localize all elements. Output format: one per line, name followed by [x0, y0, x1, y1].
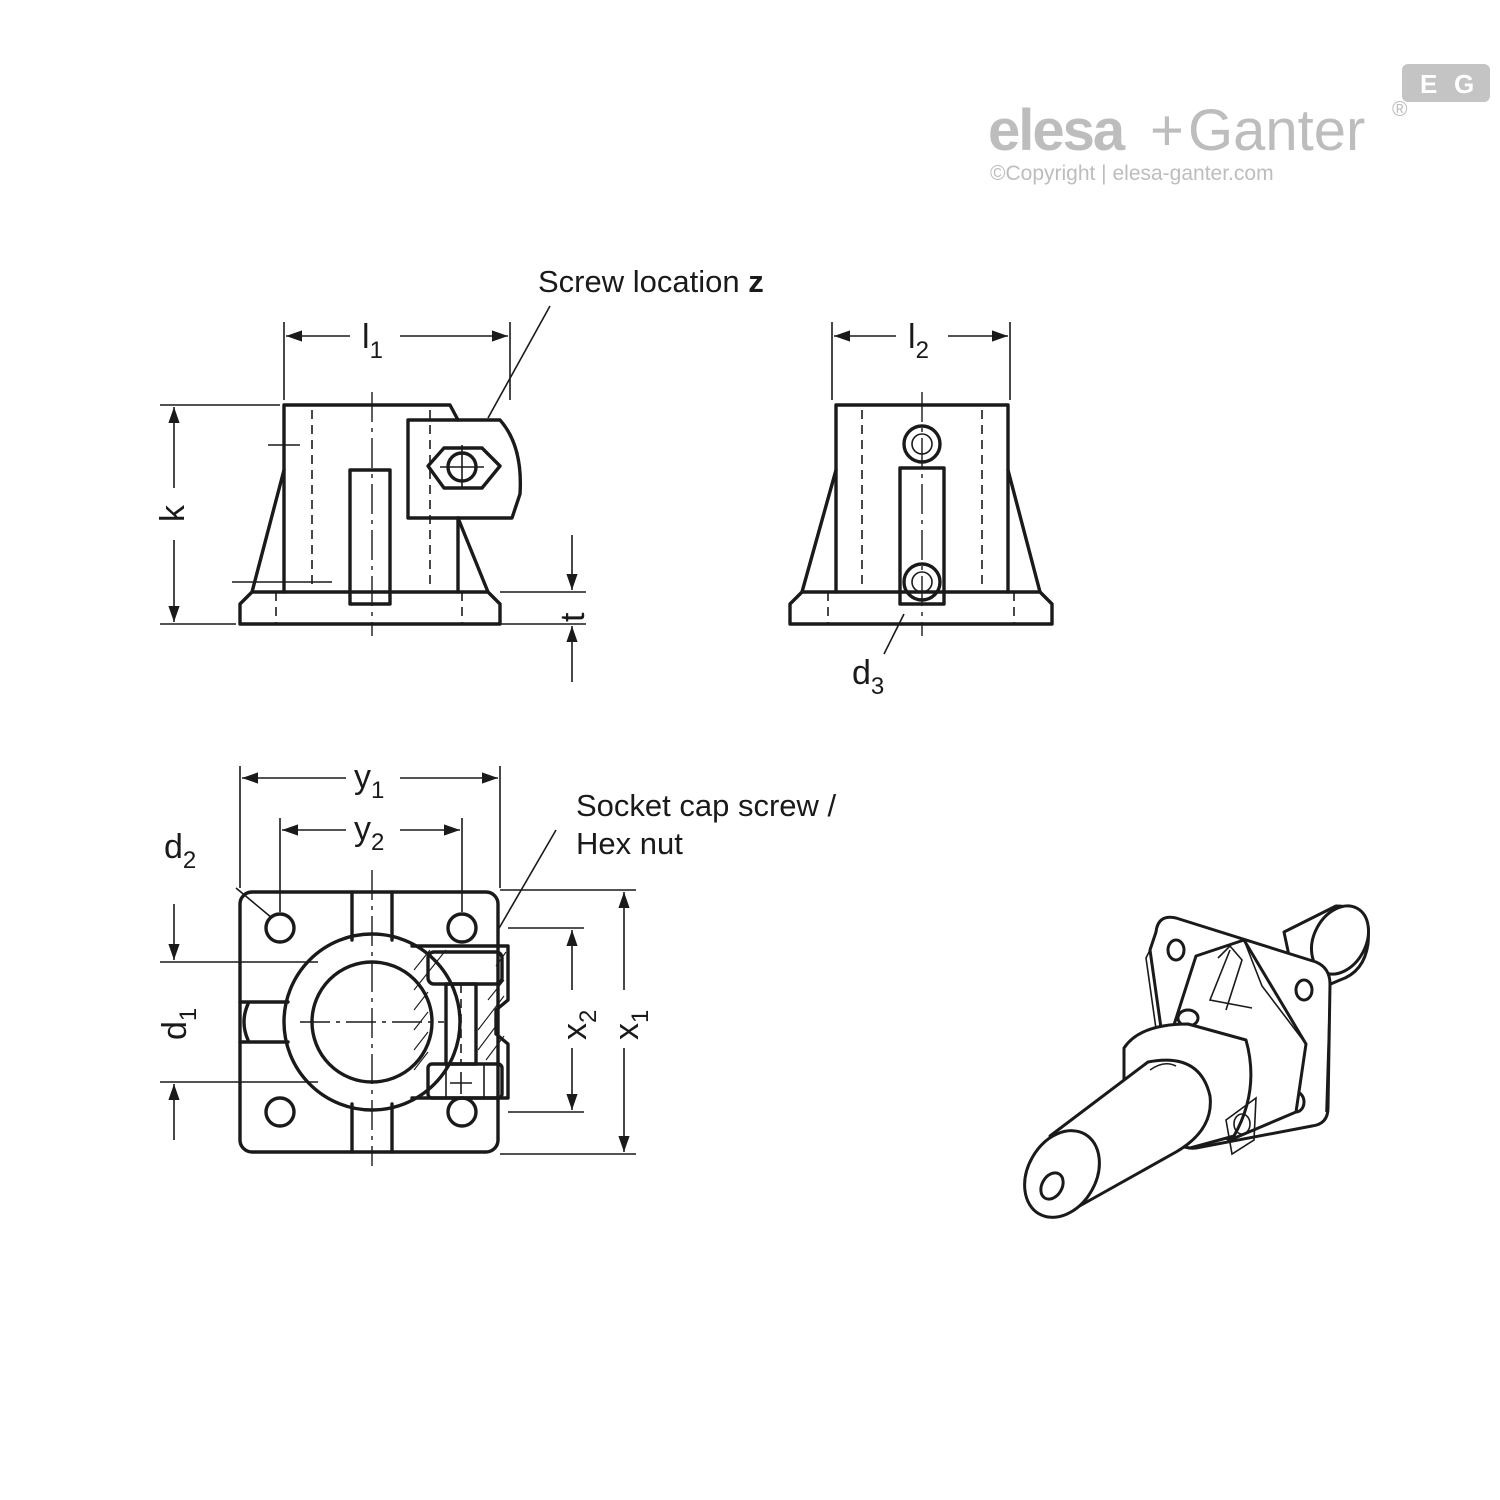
badge-left-letter: E: [1420, 69, 1437, 99]
front-view: Screw location z l1 k t: [154, 264, 764, 682]
dim-x1-label: x1: [608, 1010, 654, 1040]
registered-mark: ®: [1392, 98, 1408, 121]
iso-hole-1: [1166, 938, 1186, 962]
brand-ganter: Ganter: [1188, 98, 1365, 163]
front-base-plate: [238, 590, 502, 626]
hex-nut-section-icon: [426, 1062, 504, 1100]
badge-right-letter: G: [1454, 69, 1474, 99]
dim-y1-label: y1: [354, 758, 384, 804]
side-view: l2 d3: [788, 318, 1054, 700]
hex-nut-icon: [426, 446, 502, 490]
dim-l1-label: l1: [362, 318, 383, 364]
front-clamp-boss: [406, 418, 523, 520]
top-view: Socket cap screw / Hex nut y1 y2 d2 d1 x…: [156, 758, 837, 1166]
dim-l2-label: l2: [908, 318, 929, 364]
dim-t-label: t: [554, 612, 592, 622]
socket-cap-label-line2: Hex nut: [576, 826, 683, 861]
mounting-hole-tr: [446, 912, 478, 944]
dim-x2-label: x2: [556, 1010, 602, 1040]
copyright-text: ©Copyright | elesa-ganter.com: [990, 162, 1274, 185]
socket-cap-screw-icon: [426, 950, 504, 986]
dim-y2-label: y2: [354, 810, 384, 856]
front-rib-right: [456, 516, 490, 594]
screw-location-leader: [487, 305, 551, 419]
eg-badge-icon: E G: [1402, 64, 1490, 102]
iso-rod-pin: [1039, 1171, 1065, 1201]
clamp-section: [410, 944, 510, 1100]
dim-d1-label: d1: [156, 1008, 202, 1040]
socket-cap-leader: [497, 829, 557, 931]
brand-elesa: elesa: [988, 98, 1126, 163]
front-rib-left: [250, 468, 286, 594]
mounting-hole-tl: [264, 912, 296, 944]
brand-plus: +: [1150, 98, 1184, 163]
elesa-ganter-logo: elesa + Ganter ® ©Copyright | elesa-gant…: [988, 64, 1490, 185]
isometric-view: [1023, 904, 1371, 1219]
top-base-plate: [238, 890, 500, 1154]
dim-d3-label: d3: [852, 654, 884, 700]
iso-clamp-screw: [1225, 1096, 1257, 1156]
screw-location-label: Screw location z: [538, 264, 764, 299]
mounting-hole-bl: [264, 1096, 296, 1128]
mounting-hole-br: [446, 1096, 478, 1128]
side-base-plate: [788, 590, 1054, 626]
socket-cap-label-line1: Socket cap screw /: [576, 788, 837, 823]
dim-k-label: k: [154, 504, 192, 522]
dim-d2-label: d2: [164, 828, 196, 874]
iso-hole-2: [1294, 978, 1314, 1002]
front-slot: [348, 468, 392, 606]
front-body-outline: [282, 403, 460, 594]
